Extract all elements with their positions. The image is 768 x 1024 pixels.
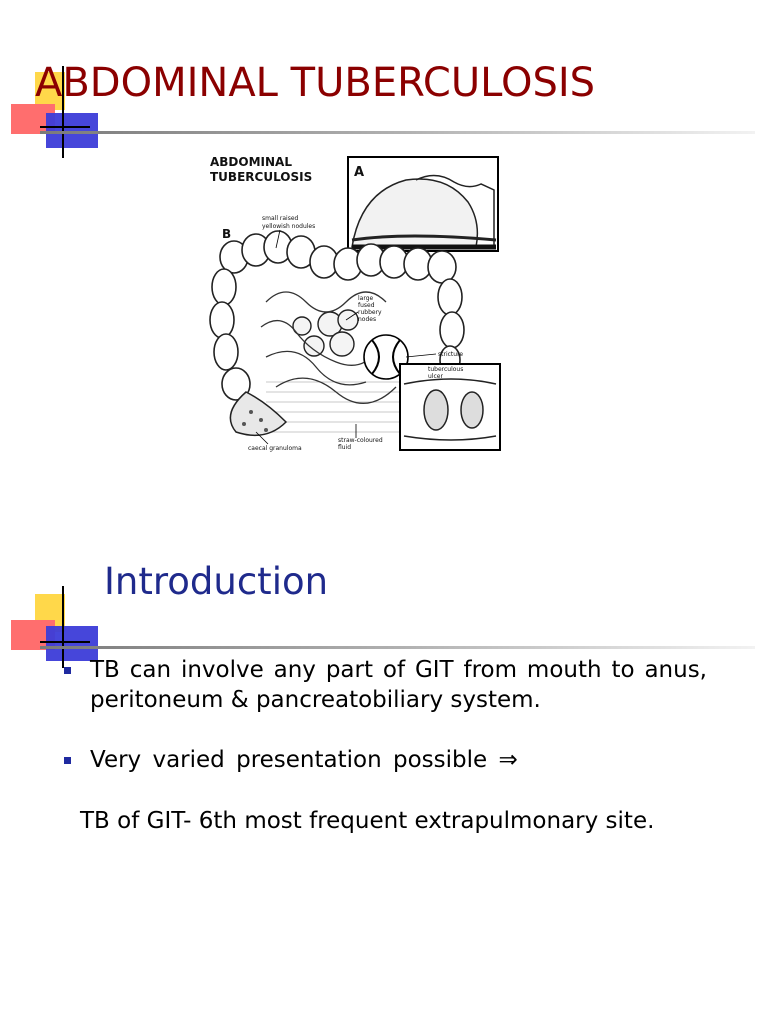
plain-text-line: TB of GIT- 6th most frequent extrapulmon… [80,808,655,834]
bullet-list: TB can involve any part of GIT from mout… [62,655,707,775]
fig-label-ulcer-2: ulcer [428,373,443,380]
fig-label-fluid-1: straw-coloured [338,437,383,444]
section-heading: Introduction [104,560,329,603]
fig-panel-b: B [222,227,231,241]
section-rule [40,646,755,649]
abdominal-tuberculosis-illustration: ABDOMINAL TUBERCULOSIS A B small raised … [206,152,506,454]
illustration-svg: ABDOMINAL TUBERCULOSIS A B small raised … [206,152,506,454]
bullet-square-icon [64,757,71,764]
bullet-item: Very varied presentation possible ⇒ [62,745,707,775]
fig-panel-a: A [354,165,364,180]
fig-label-nodes-4: nodes [358,316,376,323]
bullet-square-icon [64,667,71,674]
title-rule [40,131,755,134]
bullet-text: TB can involve any part of GIT from mout… [90,657,707,713]
fig-heading-2: TUBERCULOSIS [210,170,312,184]
fig-label-granuloma: caecal granuloma [248,445,302,452]
bullet-item: TB can involve any part of GIT from mout… [62,655,707,715]
fig-label-stricture: stricture [438,351,463,358]
fig-label-nodules-2: yellowish nodules [262,223,315,230]
bullet-text: Very varied presentation possible ⇒ [90,747,518,773]
fig-heading-1: ABDOMINAL [210,155,292,169]
fig-label-nodules-1: small raised [262,215,299,222]
fig-label-nodes-2: fused [358,302,375,309]
fig-label-ulcer-1: tuberculous [428,366,463,373]
fig-label-fluid-2: fluid [338,444,351,451]
fig-label-nodes-1: large [358,295,374,302]
fig-label-nodes-3: rubbery [358,309,382,316]
page-title: ABDOMINAL TUBERCULOSIS [35,60,596,106]
